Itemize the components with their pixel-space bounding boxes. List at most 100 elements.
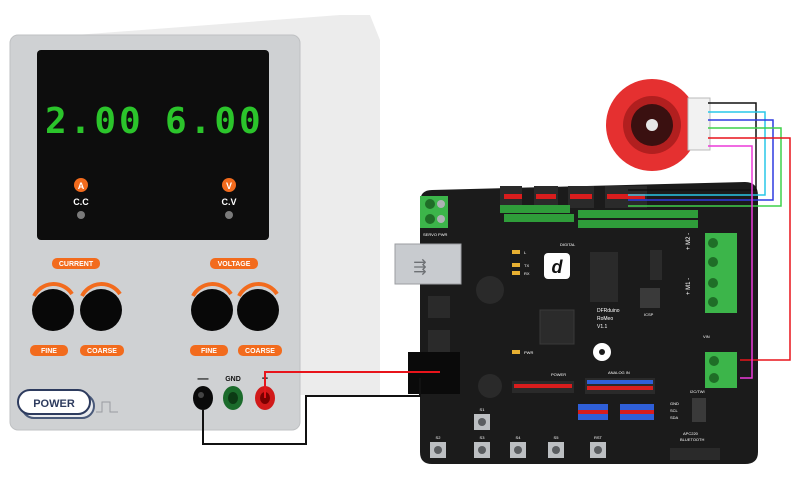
wire-encoder-magenta [708, 145, 753, 379]
wire-encoder-red [708, 137, 791, 361]
m1-label: + M1 - [686, 278, 692, 295]
wire-power-positive [264, 371, 440, 398]
led-rx [512, 271, 520, 275]
capacitor-2 [478, 374, 502, 398]
current-fine-knob[interactable] [32, 282, 74, 331]
wire-encoder-cyan [628, 111, 766, 196]
encoder-connector[interactable] [687, 97, 711, 151]
button-s2[interactable]: S2 [430, 435, 446, 458]
motor-shaft [646, 119, 658, 131]
current-label: CURRENT [59, 261, 94, 268]
current-fine-label: FINE [41, 348, 57, 355]
voltage-coarse-knob[interactable] [237, 282, 279, 331]
current-coarse-knob[interactable] [80, 282, 122, 331]
current-fine-pill [30, 345, 68, 356]
power-button[interactable]: POWER [17, 389, 95, 419]
apc220-label: APC220 [683, 431, 699, 436]
bluetooth-label: BLUETOOTH [680, 437, 704, 442]
wires [202, 102, 791, 445]
digital-label: DIGITAL [560, 242, 576, 247]
button-s5[interactable]: S5 [548, 435, 564, 458]
usb-connector[interactable] [394, 243, 462, 285]
motor-terminal-m1[interactable] [705, 273, 737, 313]
wire-power-negative [202, 378, 421, 445]
sda-pin-label: SDA [670, 415, 679, 420]
cv-label: C.V [221, 197, 236, 207]
pulse-icon [96, 401, 118, 413]
button-s4-label: S4 [516, 435, 522, 440]
cv-indicator-led [225, 211, 233, 219]
led-tx [512, 263, 520, 267]
button-s3[interactable]: S3 [474, 435, 490, 458]
led-rx-label: RX [524, 271, 530, 276]
dc-power-supply: 2.00 6.00 A C.C V C.V CURRENT FINE COARS… [9, 15, 380, 431]
board-pcb [420, 182, 758, 464]
voltmeter-badge-label: V [226, 181, 232, 191]
board-name-line2: RoMeo [597, 316, 613, 322]
m2-label: + M2 - [686, 233, 692, 250]
led-pwr-label: PWR [524, 350, 533, 355]
minus-terminal-label: — [198, 373, 209, 385]
voltage-fine-label: FINE [201, 348, 217, 355]
button-s3-label: S3 [480, 435, 486, 440]
voltage-fine-pill [190, 345, 228, 356]
current-label-pill [52, 258, 100, 269]
led-tx-label: TX [524, 263, 529, 268]
voltage-coarse-label: COARSE [245, 348, 275, 355]
cc-label: C.C [73, 197, 89, 207]
motor-terminal-m2[interactable] [705, 233, 737, 273]
i2c-header[interactable] [692, 398, 706, 422]
vin-label: VIN [703, 334, 710, 339]
icsp-header[interactable] [640, 288, 660, 308]
servo-pwr-label: SERVO PWR [423, 232, 447, 237]
board-name-line3: V1.1 [597, 324, 608, 330]
voltage-fine-knob[interactable] [191, 282, 233, 331]
voltmeter-badge [222, 178, 236, 192]
wire-encoder-green [628, 127, 782, 207]
mcu-chip [590, 252, 618, 302]
encoder-motor [606, 79, 711, 171]
wire-encoder-black [628, 102, 757, 191]
i2c-label: I2C/TWI [690, 389, 705, 394]
button-s1[interactable]: S1 [474, 407, 490, 430]
voltage-label-pill [210, 258, 258, 269]
button-s1-label: S1 [480, 407, 486, 412]
button-s2-label: S2 [436, 435, 442, 440]
negative-terminal[interactable] [193, 386, 213, 410]
romeo-board: SERVO PWR ⇶ DIGITAL d DFRdu [394, 182, 758, 464]
gnd-pin-label: GND [670, 401, 679, 406]
reset-button-label: RST [594, 435, 603, 440]
voltage-label: VOLTAGE [218, 261, 251, 268]
board-name-line1: DFRduino [597, 308, 620, 314]
gear-icon [593, 343, 611, 361]
ammeter-badge [74, 178, 88, 192]
regulator [650, 250, 662, 280]
digital-header[interactable]: DIGITAL [500, 186, 698, 247]
icsp-label: ICSP [644, 312, 654, 317]
apc220-header[interactable] [670, 448, 720, 460]
supply-display [37, 50, 269, 240]
gnd-terminal[interactable] [223, 386, 243, 410]
usb-icon: ⇶ [413, 258, 426, 276]
button-s4[interactable]: S4 [510, 435, 526, 458]
led-l [512, 250, 520, 254]
scl-pin-label: SCL [670, 408, 679, 413]
power-regulator-2 [428, 330, 450, 352]
button-s5-label: S5 [554, 435, 560, 440]
capacitor [476, 276, 504, 304]
gnd-terminal-label: GND [225, 376, 241, 383]
current-coarse-label: COARSE [87, 348, 117, 355]
power-regulator [428, 296, 450, 318]
power-header-label: POWER [551, 372, 566, 377]
servo-pwr-terminal[interactable] [420, 196, 448, 228]
vin-terminal[interactable] [705, 352, 737, 388]
atmega-chip [539, 309, 575, 345]
led-l-label: L [524, 250, 527, 255]
voltage-coarse-pill [238, 345, 282, 356]
ammeter-badge-label: A [78, 181, 85, 191]
current-coarse-pill [80, 345, 124, 356]
current-readout: 2.00 [45, 101, 144, 142]
reset-button[interactable]: RST [590, 435, 606, 458]
df-logo-glyph: d [552, 257, 564, 277]
